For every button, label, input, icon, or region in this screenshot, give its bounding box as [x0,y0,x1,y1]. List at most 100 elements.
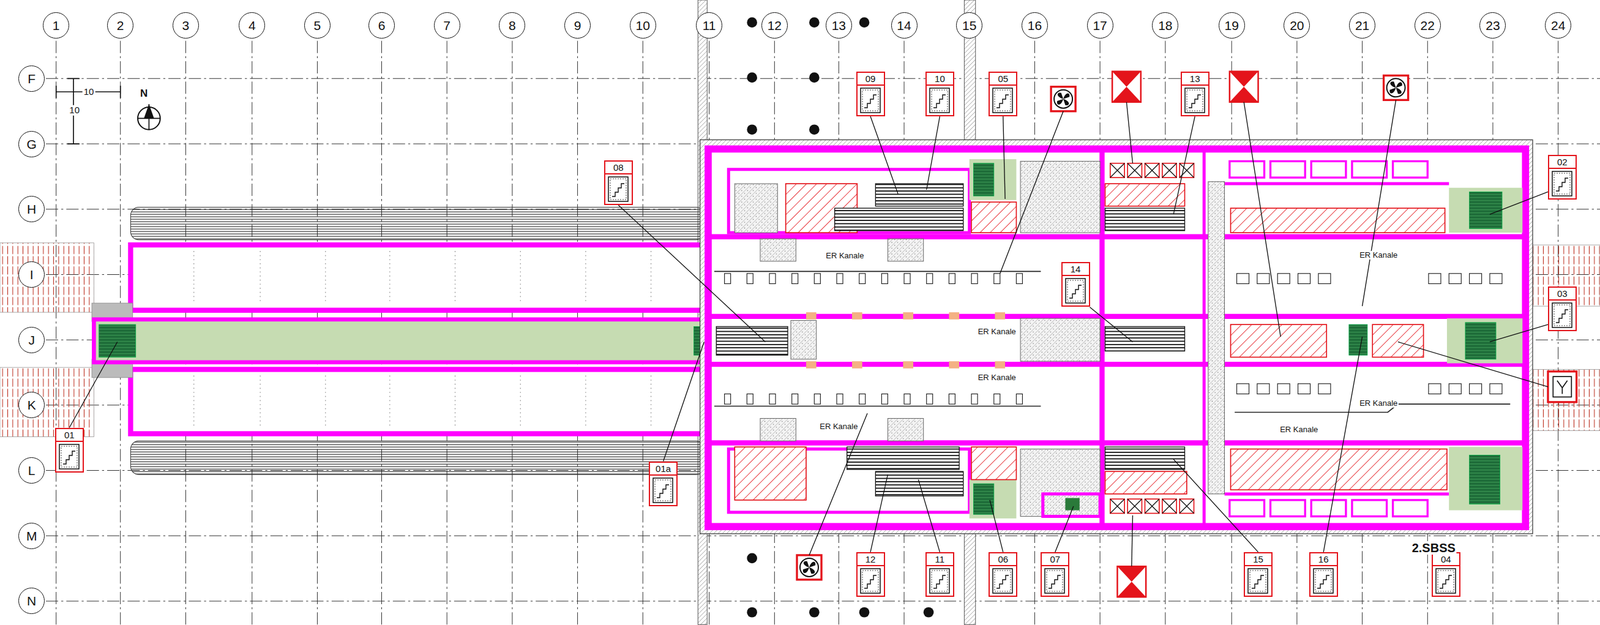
duct-hanger [904,273,911,285]
stair-icon [1188,94,1201,108]
stair-icon [864,94,877,108]
axis-label: F [27,72,36,86]
damper-symbol [1117,566,1146,582]
fan-blade [809,561,816,568]
platform [93,319,704,363]
stair-callout: 13 [1180,71,1210,117]
duct-box [1428,383,1441,395]
stair-icon [926,566,953,596]
stair [99,324,136,357]
grid-axis-bubble: H [18,195,45,223]
column-dot [923,607,935,618]
stair-icon [605,174,632,204]
grid-axis-bubble: M [18,522,45,550]
stair-callout: 05 [988,71,1018,117]
stair-callout: 11 [925,552,955,597]
callout-number: 08 [605,161,632,175]
grid-axis-bubble: 10 [629,12,657,39]
axis-label: 13 [831,18,846,32]
shaft-zone [760,418,796,442]
damper-cross [1110,163,1125,178]
duct-hanger [814,394,821,405]
grid-axis-bubble: 16 [1021,12,1048,39]
grid-axis-bubble: 3 [172,12,199,39]
tunnel-mark [650,375,652,429]
duct-hanger [814,273,821,285]
leader-line [1489,324,1548,342]
damper-cross [1144,498,1159,513]
structure-band [1224,182,1450,186]
column-dot [809,607,820,618]
stair [1465,322,1496,360]
axis-label: M [26,529,38,543]
technical-room [734,446,807,501]
tunnel-mark [585,250,586,305]
stair-icon [862,570,879,592]
stair-icon [931,570,948,592]
callout-number: 05 [989,72,1017,86]
fan-symbol [1050,86,1076,112]
track-bed [130,440,704,475]
damper-cross [1162,498,1177,513]
axis-label: 19 [1224,18,1239,32]
axis-label: 8 [508,18,516,32]
stair-callout: 12 [856,552,886,597]
damper-cross [1144,498,1159,513]
column-marker [852,312,863,320]
stair-icon [1044,568,1065,594]
axis-label: G [26,137,37,151]
leader-line [69,341,117,428]
stair-icon [1041,566,1068,596]
duct-box [1257,383,1270,395]
tunnel-mark [650,250,652,305]
duct-hanger [926,394,933,405]
tunnel-tube [130,369,704,434]
column-marker [994,312,1006,320]
stair-callout: 16 [1309,552,1339,597]
duct-hanger [746,273,753,285]
stair-icon [860,88,881,113]
column-marker [948,312,960,320]
tunnel-mark [454,375,456,429]
damper-box [1110,498,1125,513]
dimension-tick [119,85,122,98]
callout-number: 16 [1310,553,1337,567]
callout-number: 15 [1244,553,1272,567]
grid-line [45,78,1600,79]
technical-room [1104,183,1185,207]
leader-line [1323,336,1362,553]
column-dot [746,553,758,564]
callout-number: 09 [857,72,884,86]
escalator [1104,326,1185,351]
callout-number: 06 [989,553,1017,567]
fan-blade [803,567,810,573]
grid-axis-bubble: 11 [695,12,723,39]
stair-icon [992,88,1013,113]
grid-axis-bubble: 9 [564,12,591,39]
stair-callout: 01 [55,427,84,473]
fan-blade [1396,87,1402,94]
duct-box [1318,273,1331,285]
stair [1469,191,1503,229]
grid-axis-bubble: 12 [761,12,788,39]
track-stub [0,242,94,313]
axis-label: 20 [1289,18,1304,32]
grid-axis-bubble: 4 [238,12,266,39]
stair-icon [1315,570,1332,592]
technical-room [971,201,1017,233]
stair-icon [1549,300,1575,330]
damper-box [1144,163,1159,178]
stair-area [969,159,1017,201]
duct-box [1257,273,1270,285]
callout-number: 02 [1549,156,1576,169]
duct-box [1237,383,1250,395]
stair-area [1448,187,1523,233]
duct-box [1448,383,1462,395]
callout-number: 01 [56,429,83,442]
duct-hanger [1016,273,1023,285]
stair [973,163,994,196]
stair-callout: 04 [1431,552,1461,597]
dimension-label: 10 [82,86,96,98]
grid-line [45,600,1600,602]
